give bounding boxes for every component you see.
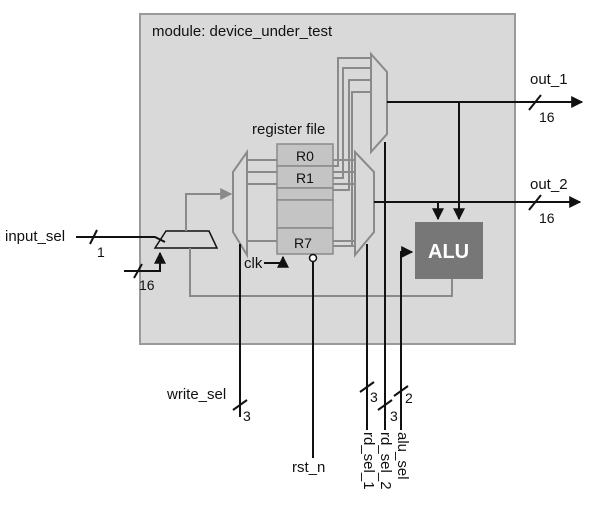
rd-sel-2-label: rd_sel_2 (377, 432, 394, 490)
register-r3 (276, 199, 334, 229)
read-mux-2 (370, 51, 388, 155)
write-sel-label: write_sel (166, 386, 226, 403)
alu-sel-width: 2 (405, 390, 413, 406)
module-label: module: device_under_test (152, 23, 333, 40)
rd-sel-2-width: 3 (390, 408, 398, 424)
alu-label: ALU (428, 241, 469, 263)
write-sel-width: 3 (243, 408, 251, 424)
out-1-width: 16 (539, 109, 555, 125)
read-mux-1 (354, 149, 375, 258)
rd-sel-1-label: rd_sel_1 (360, 432, 377, 490)
register-r1-label: R1 (296, 170, 314, 186)
data-in-width: 16 (139, 277, 155, 293)
register-r7-label: R7 (294, 235, 312, 251)
register-r0-label: R0 (296, 148, 314, 164)
input-mux (153, 230, 219, 249)
register-file-title: register file (252, 121, 325, 138)
write-demux (232, 148, 248, 259)
input-sel-width: 1 (97, 244, 105, 260)
rd-sel-1-width: 3 (370, 389, 378, 405)
rst-n-label: rst_n (292, 459, 325, 476)
out-2-label: out_2 (530, 176, 568, 193)
out-1-label: out_1 (530, 71, 568, 88)
clk-label: clk (244, 255, 263, 272)
rst-n-bubble (308, 253, 318, 263)
alu-sel-label: alu_sel (394, 432, 411, 480)
input-sel-label: input_sel (5, 228, 65, 245)
register-r2 (276, 187, 334, 201)
out-2-width: 16 (539, 210, 555, 226)
alu-block (415, 222, 483, 279)
